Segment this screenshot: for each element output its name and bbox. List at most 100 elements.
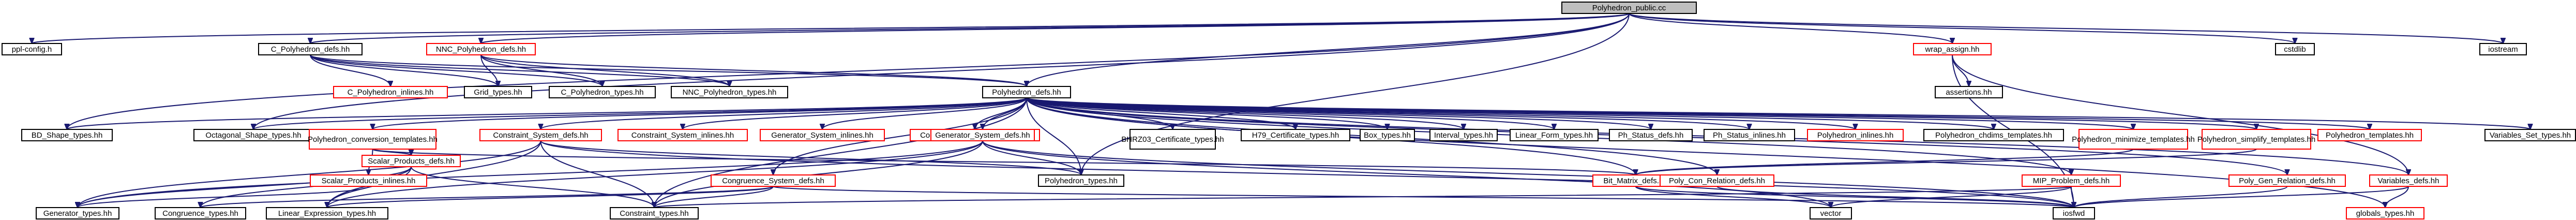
node-label: Constraint_System_defs.hh <box>493 131 588 140</box>
node-globals[interactable]: globals_types.hh <box>2346 207 2424 219</box>
node-interval[interactable]: Interval_types.hh <box>1429 129 1498 141</box>
node-box <box>1923 129 2064 141</box>
node-box[interactable]: Box_types.hh <box>1360 129 1415 141</box>
node-root[interactable]: Polyhedron_public.cc <box>1561 2 1697 14</box>
node-box <box>464 86 532 98</box>
node-vard[interactable]: Variables_defs.hh <box>2369 174 2448 187</box>
node-cpd[interactable]: C_Polyhedron_defs.hh <box>258 43 363 55</box>
node-box <box>1510 129 1599 141</box>
node-bd[interactable]: BD_Shape_types.hh <box>21 129 113 141</box>
edge-root-to-iostream <box>1629 13 2503 43</box>
node-grid[interactable]: Grid_types.hh <box>464 86 532 98</box>
node-box <box>1561 2 1697 14</box>
edge-pst-to-bitm <box>1636 149 2257 175</box>
node-csi[interactable]: Constraint_System_inlines.hh <box>617 129 748 141</box>
node-box <box>2202 129 2311 150</box>
edge-pd-to-ct <box>654 97 1027 208</box>
node-cgsd[interactable]: Congruence_System_defs.hh <box>711 174 836 187</box>
node-gsi[interactable]: Generator_System_inlines.hh <box>760 129 885 141</box>
edge-root-to-pt <box>1081 13 1630 175</box>
edge-pd-to-pct <box>373 97 1027 129</box>
node-label: Generator_System_inlines.hh <box>771 131 873 140</box>
node-box <box>426 43 536 55</box>
node-box <box>1129 129 1216 150</box>
node-vector[interactable]: vector <box>1810 207 1852 219</box>
node-mipd[interactable]: MIP_Problem_defs.hh <box>2022 174 2121 187</box>
node-assert[interactable]: assertions.hh <box>1935 86 2003 98</box>
node-bhrz[interactable]: BHRZ03_Certificate_types.hh <box>1121 129 1224 150</box>
node-gsd[interactable]: Generator_System_defs.hh <box>930 129 1035 141</box>
node-ptmpl[interactable]: Polyhedron_templates.hh <box>2317 129 2422 141</box>
node-bitm[interactable]: Bit_Matrix_defs.hh <box>1592 174 1679 187</box>
node-gent[interactable]: Generator_types.hh <box>36 207 119 219</box>
node-pst[interactable]: Polyhedron_simplify_templates.hh <box>2197 129 2315 150</box>
edge-spd-to-ct <box>411 166 654 208</box>
node-label: Variables_Set_types.hh <box>2490 131 2571 140</box>
node-box <box>2 43 62 55</box>
node-csd[interactable]: Constraint_System_defs.hh <box>479 129 602 141</box>
node-label: Generator_System_defs.hh <box>935 131 1030 140</box>
node-label: globals_types.hh <box>2356 209 2415 218</box>
node-pct[interactable]: Polyhedron_conversion_templates.hh <box>308 129 438 150</box>
node-label: C_Polyhedron_inlines.hh <box>348 88 434 97</box>
node-psi[interactable]: Ph_Status_inlines.hh <box>1704 129 1795 141</box>
node-nncd[interactable]: NNC_Polyhedron_defs.hh <box>426 43 536 55</box>
node-vst[interactable]: Variables_Set_types.hh <box>2484 129 2576 141</box>
node-pcrd[interactable]: Poly_Con_Relation_defs.hh <box>1660 174 1774 187</box>
node-box <box>610 207 699 219</box>
node-iosfwd[interactable]: iosfwd <box>2053 207 2095 219</box>
node-spi[interactable]: Scalar_Products_inlines.hh <box>310 174 427 187</box>
node-label: Polyhedron_inlines.hh <box>1817 131 1894 140</box>
dependency-edges <box>32 13 2530 208</box>
edge-pd-to-gsi <box>822 97 1027 129</box>
node-box <box>1038 174 1124 187</box>
node-label: Box_types.hh <box>1364 131 1411 140</box>
node-label: BHRZ03_Certificate_types.hh <box>1121 135 1224 144</box>
edge-csd-to-ct <box>540 140 655 208</box>
node-h79[interactable]: H79_Certificate_types.hh <box>1241 129 1350 141</box>
node-label: iosfwd <box>2063 209 2085 218</box>
node-pgrd[interactable]: Poly_Gen_Relation_defs.hh <box>2228 174 2346 187</box>
node-ppl_config[interactable]: ppl-config.h <box>2 43 62 55</box>
node-cgt[interactable]: Congruence_types.hh <box>155 207 246 219</box>
edge-root-to-bd <box>67 13 1630 129</box>
edge-wrap-to-vard <box>1952 54 2408 175</box>
node-pi[interactable]: Polyhedron_inlines.hh <box>1807 129 1904 141</box>
node-spd[interactable]: Scalar_Products_defs.hh <box>361 155 461 167</box>
node-oct[interactable]: Octagonal_Shape_types.hh <box>193 129 313 141</box>
node-pd[interactable]: Polyhedron_defs.hh <box>982 86 1071 98</box>
edge-csd-to-gent <box>78 140 541 208</box>
node-wrap[interactable]: wrap_assign.hh <box>1913 43 1992 55</box>
edge-cgsd-to-let <box>327 186 774 208</box>
node-box <box>1609 129 1693 141</box>
edge-pd-to-vst <box>1026 97 2530 129</box>
node-pmt[interactable]: Polyhedron_minimize_templates.hh <box>2072 129 2195 150</box>
node-box <box>479 129 602 141</box>
edge-cpd-to-cpt <box>310 54 602 86</box>
node-box <box>1913 43 1992 55</box>
node-box <box>21 129 113 141</box>
node-lft[interactable]: Linear_Form_types.hh <box>1510 129 1599 141</box>
edge-gsd-to-ct <box>654 140 983 208</box>
node-cpi[interactable]: C_Polyhedron_inlines.hh <box>333 86 448 98</box>
node-box <box>1935 86 2003 98</box>
edge-nncd-to-cpt <box>480 54 602 86</box>
node-box <box>930 129 1035 141</box>
node-iostream[interactable]: iostream <box>2479 43 2527 55</box>
edge-root-to-wrap <box>1629 13 1952 43</box>
node-ct[interactable]: Constraint_types.hh <box>610 207 699 219</box>
edge-pct-to-bitm <box>372 149 1636 175</box>
edge-cpd-to-cpi <box>310 54 390 86</box>
node-cpt[interactable]: C_Polyhedron_types.hh <box>549 86 656 98</box>
node-nnct[interactable]: NNC_Polyhedron_types.hh <box>671 86 788 98</box>
node-pcht[interactable]: Polyhedron_chdims_templates.hh <box>1923 129 2064 141</box>
edge-nncd-to-pd <box>480 54 1027 86</box>
node-cstdlib[interactable]: cstdlib <box>2275 43 2315 55</box>
node-pt[interactable]: Polyhedron_types.hh <box>1038 174 1124 187</box>
node-label: Constraint_System_inlines.hh <box>631 131 734 140</box>
node-let[interactable]: Linear_Expression_types.hh <box>266 207 388 219</box>
node-psd[interactable]: Ph_Status_defs.hh <box>1609 129 1693 141</box>
edge-nncd-to-nnct <box>480 54 730 86</box>
